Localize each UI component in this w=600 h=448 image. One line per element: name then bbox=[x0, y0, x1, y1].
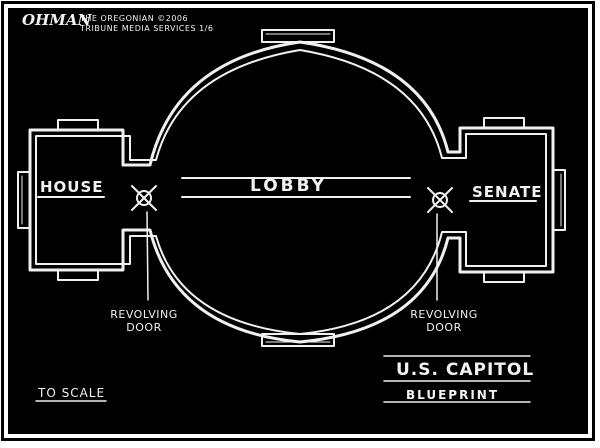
house-bottom-tab bbox=[57, 269, 99, 281]
bottom-tab bbox=[261, 333, 335, 347]
lobby-outline-inner bbox=[35, 49, 547, 335]
blueprint-frame bbox=[1, 1, 595, 441]
scale-note: TO SCALE bbox=[38, 386, 106, 400]
right-revolving-door-label: REVOLVING DOOR bbox=[410, 308, 478, 334]
left-revolving-door-icon bbox=[131, 185, 157, 211]
blueprint-subtitle: BLUEPRINT bbox=[406, 388, 500, 402]
house-left-tab bbox=[17, 171, 31, 229]
senate-right-tab bbox=[552, 169, 566, 231]
right-revolving-door-icon bbox=[427, 187, 453, 213]
house-top-tab bbox=[57, 119, 99, 131]
senate-label: SENATE bbox=[472, 183, 543, 201]
left-door-pointer bbox=[146, 211, 149, 301]
senate-bottom-tab bbox=[483, 271, 525, 283]
copyright-line: THE OREGONIAN ©2006 bbox=[80, 14, 189, 23]
left-revolving-door-label: REVOLVING DOOR bbox=[110, 308, 178, 334]
lobby-label: LOBBY bbox=[250, 176, 327, 196]
house-label: HOUSE bbox=[40, 178, 104, 196]
cartoonist-signature: OHMAN bbox=[22, 11, 92, 29]
senate-top-tab bbox=[483, 117, 525, 129]
top-tab bbox=[261, 29, 335, 43]
lobby-outline bbox=[28, 40, 555, 344]
syndicate-line: TRIBUNE MEDIA SERVICES 1/6 bbox=[80, 24, 214, 33]
blueprint-title: U.S. CAPITOL bbox=[396, 360, 535, 380]
